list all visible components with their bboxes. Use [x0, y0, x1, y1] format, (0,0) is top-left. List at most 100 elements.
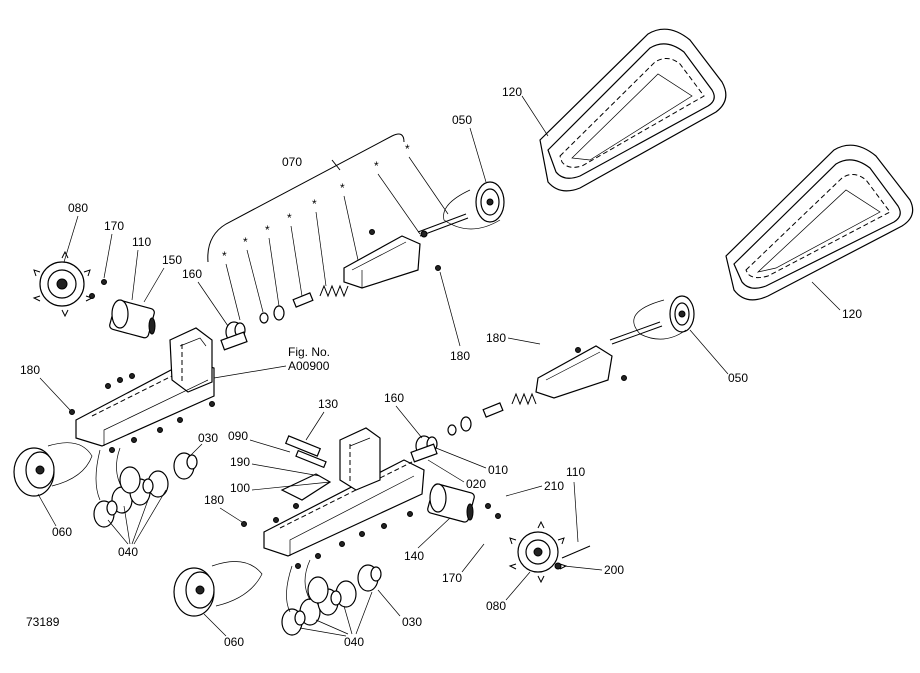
adjuster-parts-upper[interactable]	[220, 305, 285, 351]
callout-180-lower-frame[interactable]: 180	[204, 493, 243, 523]
callout-050-lower[interactable]: 050	[689, 329, 748, 385]
callout-160-upper[interactable]: 160	[182, 267, 229, 327]
callout-020[interactable]: 020	[427, 459, 486, 491]
callout-010[interactable]: 010	[435, 447, 508, 477]
part-number-label: 120	[842, 307, 862, 321]
callout-200[interactable]: 200	[563, 563, 624, 577]
callout-170-upper[interactable]: 170	[103, 219, 124, 279]
part-number-label: 060	[52, 525, 72, 539]
callout-040-lower[interactable]: 040	[299, 591, 373, 649]
callout-170-lower[interactable]: 170	[442, 543, 485, 585]
callout-050-upper[interactable]: 050	[452, 113, 487, 183]
callout-030-lower[interactable]: 030	[377, 589, 422, 629]
callout-040-upper[interactable]: 040	[107, 489, 167, 559]
adjuster-parts-lower[interactable]	[410, 416, 472, 463]
callout-110-lower[interactable]: 110	[566, 465, 585, 543]
track-frame-lower[interactable]	[263, 427, 425, 557]
part-number-label: 040	[118, 545, 138, 559]
part-number-label: 180	[204, 493, 224, 507]
callout-140[interactable]: 140	[404, 517, 451, 563]
part-number-label: 050	[452, 113, 472, 127]
callout-030-upper[interactable]: 030	[187, 431, 218, 459]
sprocket-lower[interactable]	[508, 520, 591, 584]
callout-180-lower-bracket[interactable]: 180	[486, 331, 541, 345]
callout-080-upper[interactable]: 080	[63, 201, 88, 263]
callout-090[interactable]: 090	[228, 429, 291, 453]
part-number-label: 120	[502, 85, 522, 99]
callout-060-upper[interactable]: 060	[37, 493, 72, 539]
part-number-label: 060	[224, 635, 244, 649]
figure-reference-line1: Fig. No.	[288, 345, 330, 359]
figure-reference[interactable]: Fig. No. A00900	[213, 345, 330, 379]
figure-reference-line2: A00900	[288, 359, 330, 373]
tensioner-bracket-lower[interactable]	[535, 345, 627, 399]
part-number-label: 070	[282, 155, 302, 169]
idler-wheel-upper[interactable]	[475, 181, 505, 223]
callout-150[interactable]: 150	[143, 253, 182, 303]
part-number-label: 090	[228, 429, 248, 443]
callout-100[interactable]: 100	[230, 481, 331, 495]
part-number-label: 200	[604, 563, 624, 577]
callout-190[interactable]: 190	[230, 455, 321, 477]
part-number-label: 110	[132, 235, 151, 249]
idler-wheel-lower[interactable]	[669, 295, 695, 333]
roller-wheel-upper[interactable]	[13, 447, 55, 497]
part-number-label: 080	[68, 201, 88, 215]
part-number-label: 140	[404, 549, 424, 563]
tensioner-bracket-upper[interactable]	[343, 229, 441, 289]
part-number-label: 180	[450, 349, 470, 363]
callout-080-lower[interactable]: 080	[486, 571, 531, 613]
part-number-label: 030	[402, 615, 422, 629]
track-belt-lower[interactable]	[725, 144, 914, 301]
drive-motor-upper[interactable]	[89, 279, 156, 339]
sprocket-upper[interactable]	[32, 250, 94, 318]
asterisk-leader-lines	[225, 156, 449, 321]
part-number-label: 020	[466, 477, 486, 491]
asterisk: *	[405, 142, 410, 156]
asterisk: *	[374, 159, 379, 173]
track-belt-upper[interactable]	[539, 28, 727, 192]
part-number-label: 180	[20, 363, 40, 377]
callout-120-lower[interactable]: 120	[811, 281, 862, 321]
axle-pin-lower[interactable]	[609, 321, 663, 345]
asterisk: *	[265, 223, 270, 237]
callout-180-upper-right[interactable]: 180	[439, 271, 470, 363]
bogie-rollers-lower[interactable]	[281, 564, 382, 636]
drive-motor-lower[interactable]	[427, 483, 501, 523]
part-number-label: 100	[230, 481, 250, 495]
part-number-label: 160	[384, 391, 404, 405]
track-frame-upper[interactable]	[75, 327, 215, 447]
asterisk: *	[340, 181, 345, 195]
part-number-label: 080	[486, 599, 506, 613]
part-number-label: 030	[198, 431, 218, 445]
roller-wheel-lower[interactable]	[173, 567, 215, 617]
pin-parts-130[interactable]	[284, 435, 327, 469]
part-number-label: 180	[486, 331, 506, 345]
callout-160-lower[interactable]: 160	[384, 391, 423, 439]
asterisk: *	[287, 211, 292, 225]
part-number-label: 110	[566, 465, 585, 479]
callout-070[interactable]: 070	[282, 155, 302, 169]
asterisk: *	[312, 197, 317, 211]
part-number-label: 050	[728, 371, 748, 385]
callout-180-upper-left[interactable]: 180	[20, 363, 71, 411]
drawing-number: 73189	[26, 615, 60, 629]
bolts-lower-frame[interactable]	[241, 503, 413, 569]
part-number-label: 010	[488, 463, 508, 477]
axle-pin-upper[interactable]	[417, 213, 469, 238]
tension-spring-lower[interactable]	[482, 392, 537, 418]
part-number-label: 190	[230, 455, 250, 469]
tension-spring-upper[interactable]	[292, 284, 349, 308]
bogie-rollers-upper[interactable]	[93, 452, 198, 528]
bolts-upper-frame[interactable]	[69, 373, 215, 453]
part-number-label: 160	[182, 267, 202, 281]
asterisk: *	[222, 249, 227, 263]
asterisk-markers: * * * * * * * *	[222, 142, 410, 263]
callout-210[interactable]: 210	[505, 479, 564, 497]
callout-060-lower[interactable]: 060	[203, 613, 244, 649]
callout-120-upper[interactable]: 120	[502, 85, 549, 137]
callout-110-upper[interactable]: 110	[131, 235, 151, 301]
callout-130[interactable]: 130	[305, 397, 338, 441]
